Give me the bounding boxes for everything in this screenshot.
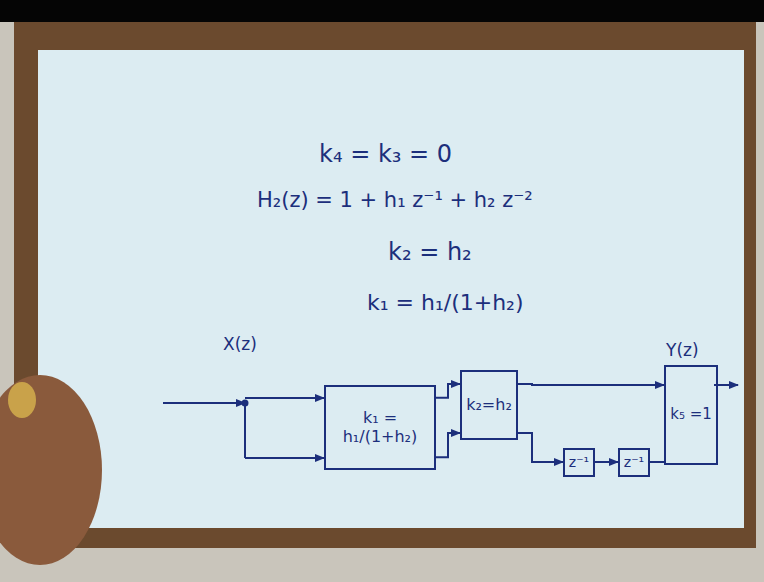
hand <box>0 375 102 565</box>
signal-connector <box>650 461 664 463</box>
signal-connector <box>436 433 460 457</box>
signal-connector <box>518 433 563 462</box>
box-text: z⁻¹ <box>569 454 589 470</box>
box-text: k₂=h₂ <box>466 396 512 414</box>
equation: H₂(z) = 1 + h₁ z⁻¹ + h₂ z⁻² <box>257 188 533 212</box>
lattice-stage-box: k₁ = h₁/(1+h₂) <box>324 385 436 470</box>
box-text: z⁻¹ <box>624 454 644 470</box>
signal-name: Y(z) <box>666 340 699 360</box>
equation: k₁ = h₁/(1+h₂) <box>367 290 524 315</box>
box-text: k₅ =1 <box>670 406 712 423</box>
delay-box: z⁻¹ <box>563 448 595 477</box>
signal-name: X(z) <box>223 334 257 354</box>
equation: k₂ = h₂ <box>388 238 472 266</box>
ring <box>8 382 36 418</box>
delay-box: z⁻¹ <box>618 448 650 477</box>
paper-sheet <box>38 50 744 528</box>
signal-connector <box>518 384 664 385</box>
lattice-stage-box: k₂=h₂ <box>460 370 518 440</box>
equation: k₄ = k₃ = 0 <box>319 140 452 168</box>
box-text: k₁ = h₁/(1+h₂) <box>326 409 434 446</box>
output-stage-box: k₅ =1 <box>664 365 718 465</box>
top-bar <box>0 0 764 22</box>
input-wires <box>163 385 738 458</box>
signal-connector <box>436 384 460 398</box>
signal-connector <box>595 461 618 463</box>
board-frame <box>14 22 756 548</box>
